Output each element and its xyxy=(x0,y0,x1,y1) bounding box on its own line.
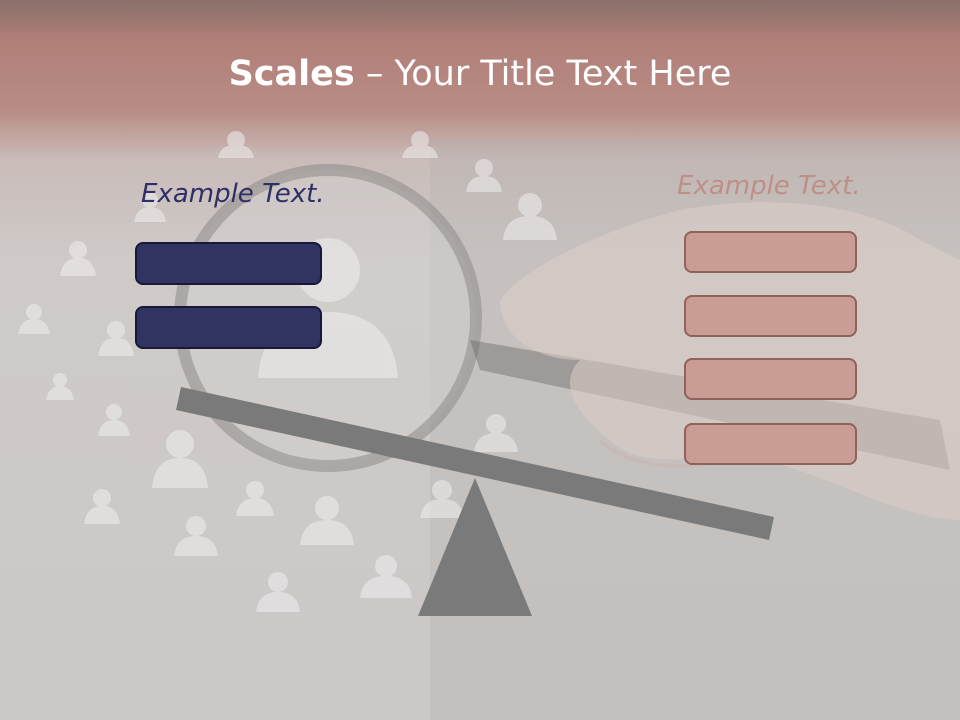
scale-beam xyxy=(176,387,774,540)
left-example-label: Example Text. xyxy=(141,179,325,209)
scale-fulcrum xyxy=(418,478,532,616)
title-bold-text: Scales xyxy=(228,54,355,94)
title-rest-text: – Your Title Text Here xyxy=(354,54,732,94)
right-example-label: Example Text. xyxy=(677,171,861,201)
right-box-2 xyxy=(684,295,857,337)
left-box-1 xyxy=(135,242,322,285)
right-box-1 xyxy=(684,231,857,273)
slide-title: Scales – Your Title Text Here xyxy=(0,50,960,98)
right-box-3 xyxy=(684,358,857,400)
right-box-4 xyxy=(684,423,857,465)
left-box-2 xyxy=(135,306,322,349)
